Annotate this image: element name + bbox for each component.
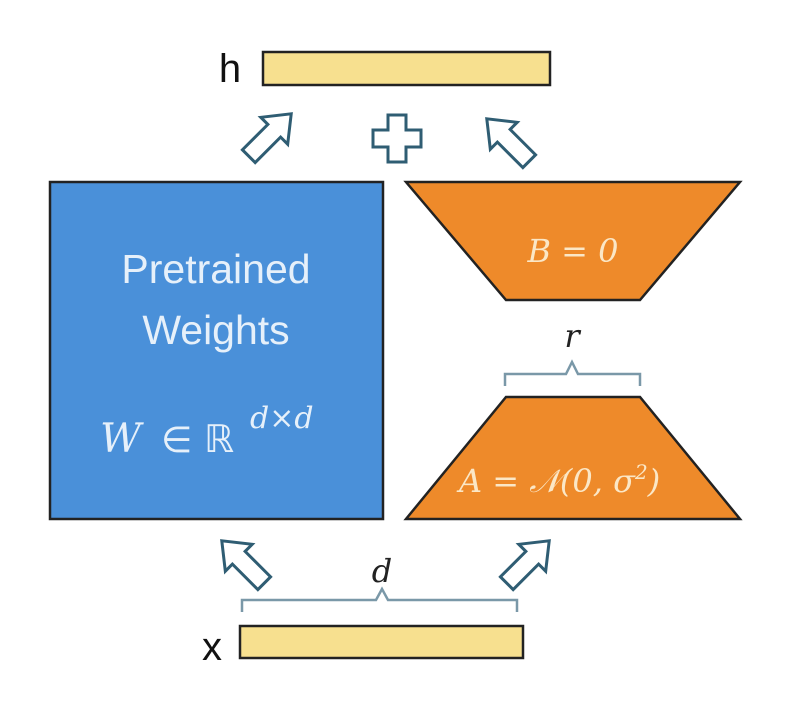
matrix-a-sup: 2 <box>634 460 648 484</box>
matrix-b-label: B = 0 <box>526 232 618 270</box>
pretrained-label-line2: Weights <box>142 307 289 353</box>
formula-real-set: ℝ <box>204 419 234 461</box>
pretrained-weights-block <box>48 180 385 521</box>
matrix-b-block <box>403 180 743 302</box>
input-vector-x <box>238 624 525 660</box>
matrix-a-block <box>403 395 743 521</box>
matrix-a-label: A = 𝒩(0, σ2) <box>456 460 660 500</box>
rank-label: r <box>564 317 581 355</box>
matrix-a-main: A = 𝒩(0, σ <box>456 462 636 500</box>
output-vector-h <box>261 50 552 87</box>
rank-brace <box>503 359 642 386</box>
dim-label: d <box>372 552 392 590</box>
formula-exponent: d×d <box>250 401 314 436</box>
arrow-icon-input-to-pretrained <box>220 539 273 592</box>
pretrained-label-line1: Pretrained <box>121 246 310 292</box>
formula-w: W <box>100 416 144 462</box>
matrix-a-close: ) <box>647 462 660 500</box>
arrow-icon-adapter-to-output <box>485 117 538 170</box>
arrow-icon-pretrained-to-output <box>240 112 293 165</box>
dim-brace <box>240 586 519 612</box>
formula-element-of: ∈ <box>161 419 192 460</box>
arrow-icon-input-to-adapter <box>498 539 551 592</box>
plus-icon <box>371 113 423 164</box>
svg-text:A = 𝒩(0, σ2): A = 𝒩(0, σ2) <box>456 460 660 500</box>
input-label: x <box>202 625 222 669</box>
output-label: h <box>219 47 241 91</box>
pretrained-formula: W ∈ ℝ d×d <box>100 401 314 462</box>
